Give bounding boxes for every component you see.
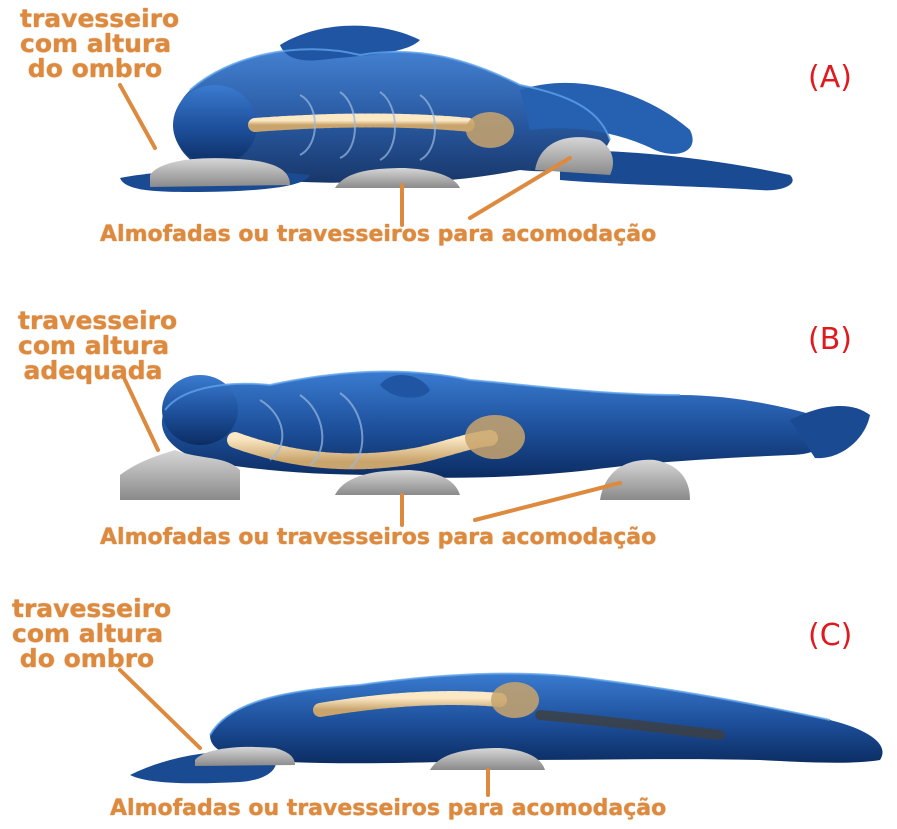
panel-c-tag: (C) (808, 618, 852, 653)
pillow-icon (195, 747, 295, 766)
panel-b-cushion-label: Almofadas ou travesseiros para acomodaçã… (100, 525, 656, 550)
panel-c-figure (120, 670, 883, 795)
panel-b-tag: (B) (808, 322, 852, 357)
panel-a-pillow-note: travesseiro com altura do ombro (20, 6, 170, 81)
note-line: travesseiro (12, 596, 162, 621)
panel-c-pillow-note: travesseiro com altura do ombro (12, 596, 162, 671)
panel-a-cushion-label: Almofadas ou travesseiros para acomodaçã… (100, 222, 656, 247)
panel-b-figure (120, 372, 870, 525)
note-line: com altura (12, 621, 162, 646)
note-line: com altura (20, 31, 170, 56)
note-line: travesseiro (20, 6, 170, 31)
note-line: adequada (18, 358, 168, 383)
panel-a-figure (120, 26, 793, 225)
panel-b-pillow-note: travesseiro com altura adequada (18, 308, 168, 383)
panel-a-tag: (A) (808, 60, 852, 95)
note-line: do ombro (20, 56, 170, 81)
panel-c-cushion-label: Almofadas ou travesseiros para acomodaçã… (110, 796, 666, 821)
note-line: com altura (18, 333, 168, 358)
note-line: travesseiro (18, 308, 168, 333)
note-line: do ombro (12, 646, 162, 671)
